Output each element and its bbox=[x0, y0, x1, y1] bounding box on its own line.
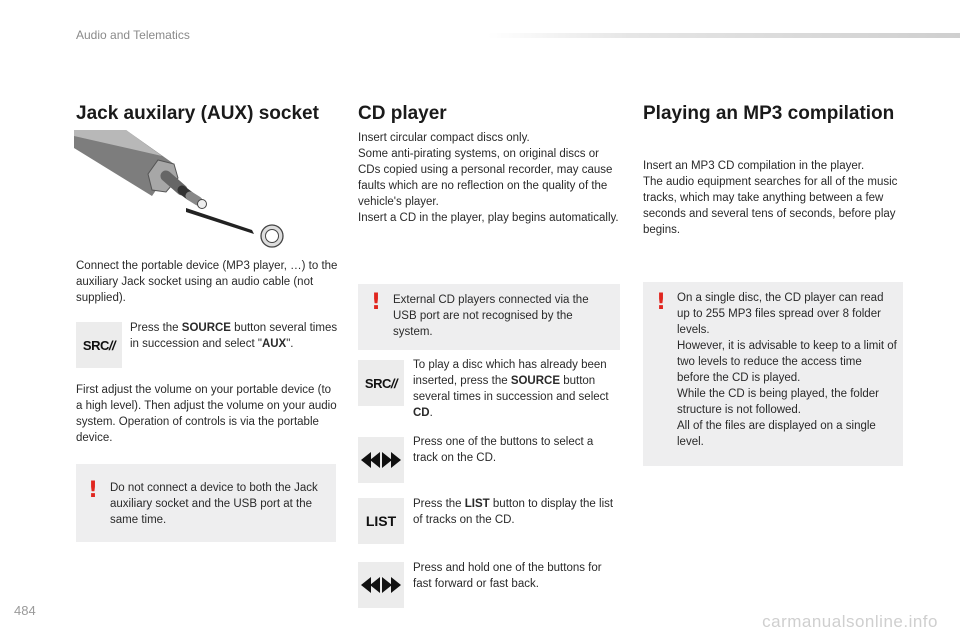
warning-icon: ! bbox=[88, 478, 99, 503]
rewind-forward-icon bbox=[361, 577, 401, 593]
mp3-title: Playing an MP3 compilation bbox=[643, 103, 895, 124]
warning-icon: ! bbox=[656, 290, 667, 315]
mp3-intro-text: Insert an MP3 CD compilation in the play… bbox=[643, 160, 898, 236]
src-button-icon-cd: SRC// bbox=[358, 360, 404, 406]
page-number: 484 bbox=[14, 603, 36, 618]
cd-select-text: Press one of the buttons to select a tra… bbox=[413, 436, 594, 464]
cd-hold-text: Press and hold one of the buttons for fa… bbox=[413, 562, 602, 590]
src-button-icon-aux: SRC// bbox=[76, 322, 122, 368]
cd-play-text: To play a disc which has already been in… bbox=[413, 359, 609, 419]
aux-warning-text: Do not connect a device to both the Jack… bbox=[110, 482, 318, 526]
aux-press-source-text: Press the SOURCE button several times in… bbox=[130, 322, 338, 350]
mp3-warning-text: On a single disc, the CD player can read… bbox=[677, 292, 897, 448]
section-label: Audio and Telematics bbox=[76, 28, 190, 42]
cd-intro-text: Insert circular compact discs only. Some… bbox=[358, 132, 619, 224]
cd-title: CD player bbox=[358, 103, 447, 124]
mp3-warning-box bbox=[643, 282, 903, 466]
warning-icon: ! bbox=[371, 290, 382, 315]
header-bar bbox=[488, 33, 960, 38]
aux-warning-box bbox=[76, 464, 336, 542]
list-button-icon: LIST bbox=[358, 498, 404, 544]
cd-list-text: Press the LIST button to display the lis… bbox=[413, 498, 614, 526]
aux-title: Jack auxilary (AUX) socket bbox=[76, 103, 319, 124]
aux-connect-text: Connect the portable device (MP3 player,… bbox=[76, 260, 338, 304]
cd-warning-box bbox=[358, 284, 620, 350]
prev-next-icon bbox=[361, 452, 401, 468]
fast-forward-back-icon bbox=[358, 562, 404, 608]
jack-plug-illustration bbox=[74, 130, 284, 248]
watermark: carmanualsonline.info bbox=[762, 612, 938, 631]
cd-warning-text: External CD players connected via the US… bbox=[393, 294, 589, 338]
aux-adjust-text: First adjust the volume on your portable… bbox=[76, 384, 337, 444]
track-buttons-icon bbox=[358, 437, 404, 483]
